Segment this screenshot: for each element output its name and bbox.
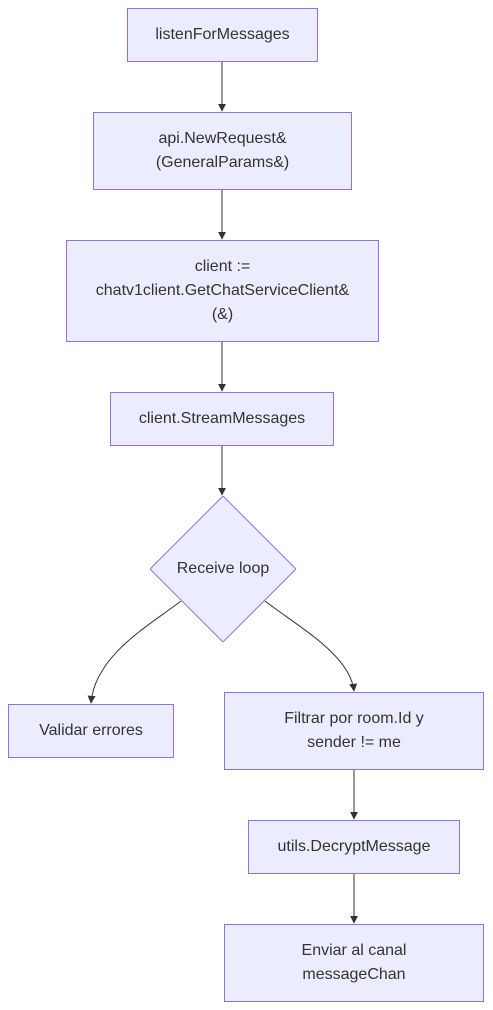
node-new-request: api.NewRequest& (GeneralParams&) bbox=[93, 112, 352, 190]
decision-receive-loop: Receive loop bbox=[150, 496, 296, 642]
node-label: listenForMessages bbox=[155, 26, 290, 43]
decision-label: Receive loop bbox=[176, 560, 270, 577]
node-validate-errors: Validar errores bbox=[8, 704, 174, 758]
node-filter-room: Filtrar por room.Id y sender != me bbox=[224, 692, 484, 770]
node-stream-messages: client.StreamMessages bbox=[110, 392, 334, 446]
node-get-chat-service-client: client := chatv1client.GetChatServiceCli… bbox=[66, 240, 379, 342]
node-label: utils.DecryptMessage bbox=[277, 838, 431, 855]
edge-receive-loop-to-validate bbox=[87, 600, 182, 704]
node-decrypt-message: utils.DecryptMessage bbox=[248, 820, 460, 874]
node-send-to-channel: Enviar al canal messageChan bbox=[224, 924, 484, 1002]
node-label: client.StreamMessages bbox=[138, 410, 306, 427]
node-label: Filtrar por room.Id y sender != me bbox=[284, 710, 424, 751]
node-label: client := chatv1client.GetChatServiceCli… bbox=[95, 258, 350, 323]
node-label: Validar errores bbox=[39, 722, 143, 739]
decision-diamond bbox=[150, 496, 296, 642]
node-listen-for-messages: listenForMessages bbox=[127, 8, 318, 62]
edge-receive-loop-to-filter bbox=[264, 600, 358, 692]
node-label: Enviar al canal messageChan bbox=[301, 942, 407, 983]
node-label: api.NewRequest& (GeneralParams&) bbox=[155, 130, 290, 171]
